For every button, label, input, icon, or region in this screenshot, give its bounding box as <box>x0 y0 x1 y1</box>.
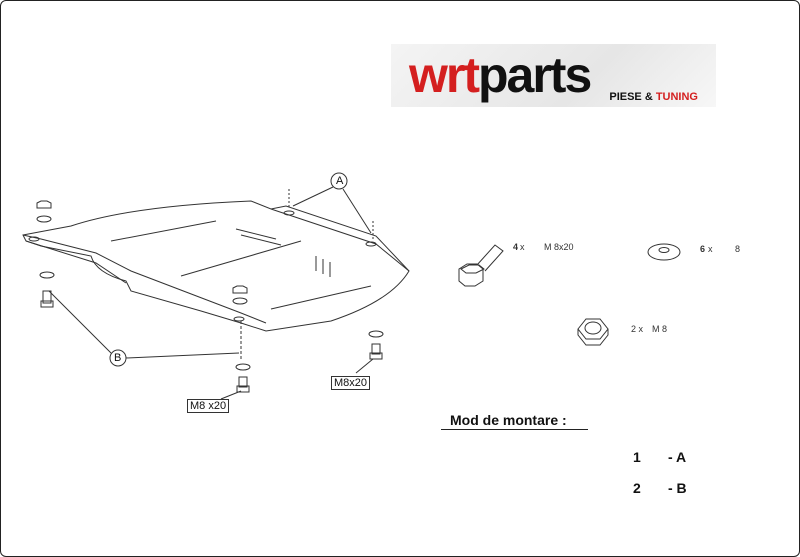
nut-mid <box>232 285 248 305</box>
logo-parts: parts <box>478 47 592 103</box>
title-underline <box>441 429 588 430</box>
logo-tagline: PIESE & <box>609 91 653 103</box>
callout-a: A <box>336 175 344 187</box>
callout-b: B <box>114 352 122 364</box>
logo-tagline-red: TUNING <box>655 91 698 103</box>
bolt-qty: 4 <box>513 242 519 252</box>
step-1-number: 1 <box>633 449 641 465</box>
logo-wrt: wrt <box>409 47 480 103</box>
washer-qty: 6 <box>700 244 706 254</box>
step-2-ref: - B <box>668 480 687 496</box>
bolt-label-left: M8 x20 <box>187 399 230 413</box>
nut-spec: M 8 <box>652 324 668 334</box>
step-2-number: 2 <box>633 480 641 496</box>
hex-bolt-icon <box>458 244 504 287</box>
instructions-title: Mod de montare : <box>450 412 567 428</box>
bolt-x: x <box>520 242 525 252</box>
bolt-label-right: M8x20 <box>331 376 371 390</box>
step-1-ref: - A <box>668 449 687 465</box>
washer-x: x <box>708 244 713 254</box>
washer-spec: 8 <box>735 244 741 254</box>
wrtparts-logo: wrtparts PIESE & TUNING <box>391 44 716 107</box>
nut-top-left <box>36 200 52 223</box>
bolt-spec: M 8x20 <box>544 242 574 252</box>
nut-qty: 2 x <box>631 324 644 334</box>
hex-nut-icon <box>577 318 609 346</box>
washer-icon <box>647 243 681 261</box>
